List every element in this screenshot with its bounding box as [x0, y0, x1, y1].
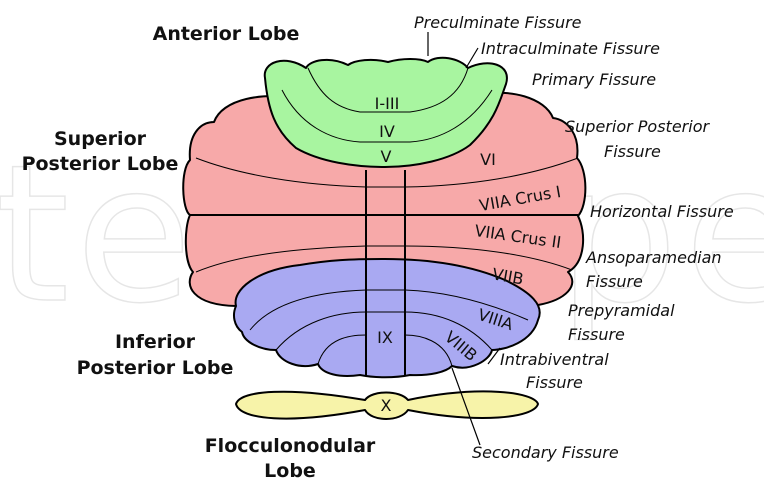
- ansoparamedian-fissure-label-line1: Ansoparamedian: [585, 248, 722, 267]
- inferior-posterior-lobe-label-line2: Posterior Lobe: [77, 357, 234, 379]
- intrabiventral-fissure-label-line1: Intrabiventral: [500, 350, 609, 369]
- lobule-label-v: V: [381, 147, 392, 166]
- primary-fissure-label: Primary Fissure: [532, 70, 656, 89]
- superior-posterior-lobe-label-line1: Superior: [54, 128, 147, 150]
- secondary-fissure-label: Secondary Fissure: [472, 443, 619, 462]
- flocculonodular-lobe-label-line2: Lobe: [264, 460, 316, 482]
- superior-posterior-lobe-label-line2: Posterior Lobe: [22, 153, 179, 175]
- inferior-posterior-lobe-label-line1: Inferior: [115, 331, 196, 353]
- lobule-label-ix: IX: [377, 328, 393, 347]
- lobule-label-i-iii: I-III: [375, 94, 400, 113]
- flocculonodular-lobe-label-line1: Flocculonodular: [205, 435, 376, 457]
- superior-posterior-fissure-label-line2: Fissure: [604, 142, 661, 161]
- superior-posterior-fissure-label-line1: Superior Posterior: [565, 117, 710, 136]
- lobule-label-iv: IV: [379, 122, 395, 141]
- prepyramidal-fissure-label-line1: Prepyramidal: [568, 301, 675, 320]
- prepyramidal-fissure-label-line2: Fissure: [568, 325, 625, 344]
- horizontal-fissure-label: Horizontal Fissure: [590, 202, 734, 221]
- intrabiventral-fissure-label-line2: Fissure: [526, 373, 583, 392]
- preculminate-fissure-label: Preculminate Fissure: [414, 13, 582, 32]
- lobule-label-vi: VI: [480, 150, 496, 169]
- ansoparamedian-fissure-label-line2: Fissure: [586, 272, 643, 291]
- intraculminate-fissure-label: Intraculminate Fissure: [481, 39, 660, 58]
- anterior-lobe-label: Anterior Lobe: [153, 23, 300, 45]
- lobule-label-x: X: [381, 396, 392, 415]
